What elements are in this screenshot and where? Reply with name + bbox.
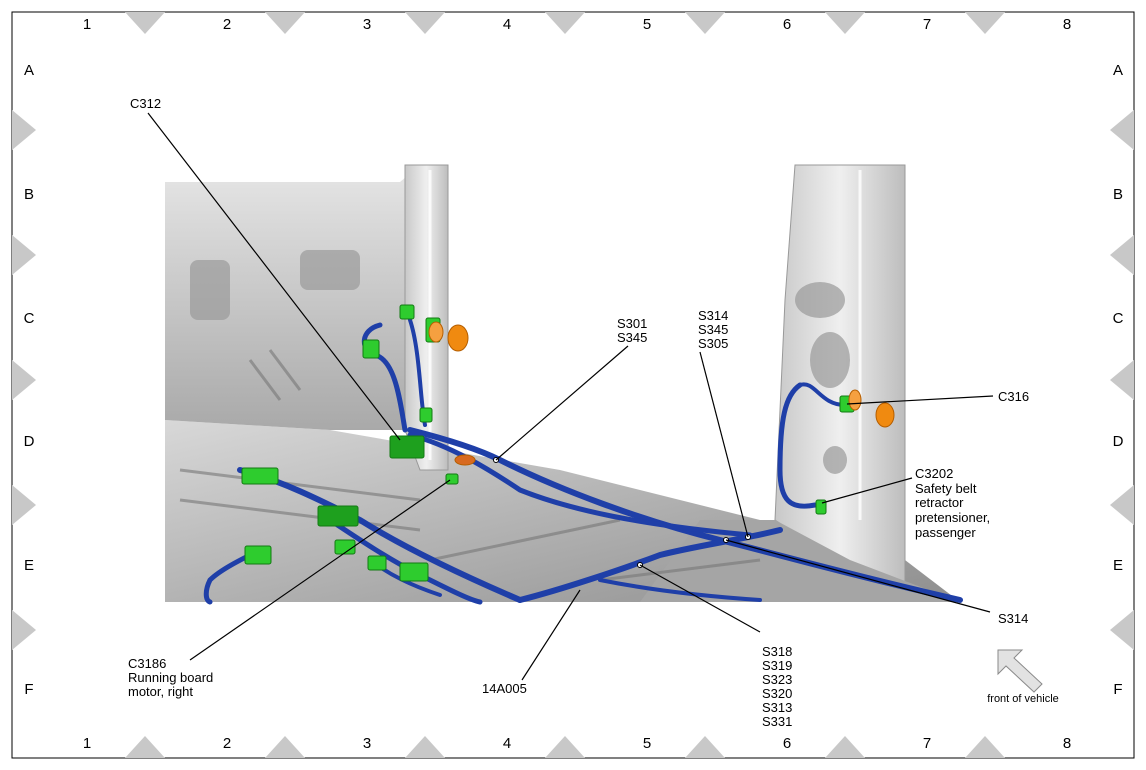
row-label: A: [1113, 62, 1123, 79]
label-splice: S320: [762, 686, 792, 701]
col-label: 1: [83, 735, 91, 752]
grommet: [447, 324, 469, 352]
label-splice: S318: [762, 644, 792, 659]
col-label: 3: [363, 16, 371, 33]
row-label: A: [24, 62, 34, 79]
label-s345: S345: [698, 322, 728, 337]
col-label: 4: [503, 735, 511, 752]
grid-labels-left: A B C D E F: [24, 62, 35, 698]
label-c3186-desc: motor, right: [128, 684, 193, 699]
front-of-vehicle-label: front of vehicle: [987, 693, 1059, 705]
row-label: C: [1113, 310, 1124, 327]
label-c3202-desc: passenger: [915, 525, 976, 540]
connectors: [241, 304, 855, 582]
label-s305: S305: [698, 336, 728, 351]
connector: [334, 539, 356, 555]
col-label: 1: [83, 16, 91, 33]
label-harness: 14A005: [482, 681, 527, 696]
col-label: 8: [1063, 735, 1071, 752]
connector: [399, 562, 429, 582]
connector: [362, 339, 380, 359]
label-s345: S345: [617, 330, 647, 345]
row-label: E: [24, 557, 34, 574]
row-label: F: [24, 681, 33, 698]
label-c3202-desc: retractor: [915, 495, 964, 510]
label-c316: C316: [998, 389, 1029, 404]
grommet: [875, 402, 895, 428]
grid-labels-top: 1 2 3 4 5 6 7 8: [83, 16, 1071, 33]
grommet: [848, 389, 862, 411]
grommets: [428, 321, 895, 466]
leader-lines: [147, 112, 994, 681]
row-label: D: [24, 433, 35, 450]
col-label: 6: [783, 16, 791, 33]
connector: [317, 505, 359, 527]
col-label: 8: [1063, 16, 1071, 33]
connector: [399, 304, 415, 320]
label-splice: S313: [762, 700, 792, 715]
label-splice: S319: [762, 658, 792, 673]
connector: [419, 407, 433, 423]
row-label: C: [24, 310, 35, 327]
col-label: 5: [643, 16, 651, 33]
connector-c312: [389, 435, 425, 459]
row-label: B: [24, 186, 34, 203]
col-label: 4: [503, 16, 511, 33]
connector: [241, 467, 279, 485]
frame-chevrons: [12, 12, 1134, 758]
row-label: D: [1113, 433, 1124, 450]
col-label: 3: [363, 735, 371, 752]
row-label: B: [1113, 186, 1123, 203]
row-label: F: [1113, 681, 1122, 698]
label-c3186-desc: Running board: [128, 670, 213, 685]
label-c3202: C3202: [915, 466, 953, 481]
col-label: 2: [223, 735, 231, 752]
connector-c3202: [815, 499, 827, 515]
left-pillar: [404, 164, 449, 471]
col-label: 7: [923, 735, 931, 752]
col-label: 5: [643, 735, 651, 752]
label-c312: C312: [130, 96, 161, 111]
label-c3186: C3186: [128, 656, 166, 671]
grommet: [454, 454, 476, 466]
label-s314-lower: S314: [998, 611, 1028, 626]
col-label: 2: [223, 16, 231, 33]
vehicle-body-illustration: [165, 164, 960, 602]
connector-c3186: [445, 473, 459, 485]
row-label: E: [1113, 557, 1123, 574]
label-c3202-desc: pretensioner,: [915, 510, 990, 525]
label-s314: S314: [698, 308, 728, 323]
label-splice: S323: [762, 672, 792, 687]
label-splice: S331: [762, 714, 792, 729]
grid-labels-bottom: 1 2 3 4 5 6 7 8: [83, 735, 1071, 752]
label-s301: S301: [617, 316, 647, 331]
col-label: 6: [783, 735, 791, 752]
label-c3202-desc: Safety belt: [915, 481, 977, 496]
arrow-up-left-icon: [997, 649, 1043, 693]
connector: [367, 555, 387, 571]
col-label: 7: [923, 16, 931, 33]
connector: [244, 545, 272, 565]
grid-labels-right: A B C D E F: [1113, 62, 1124, 698]
grommet: [428, 321, 444, 343]
rear-wall-panel: [165, 165, 448, 430]
